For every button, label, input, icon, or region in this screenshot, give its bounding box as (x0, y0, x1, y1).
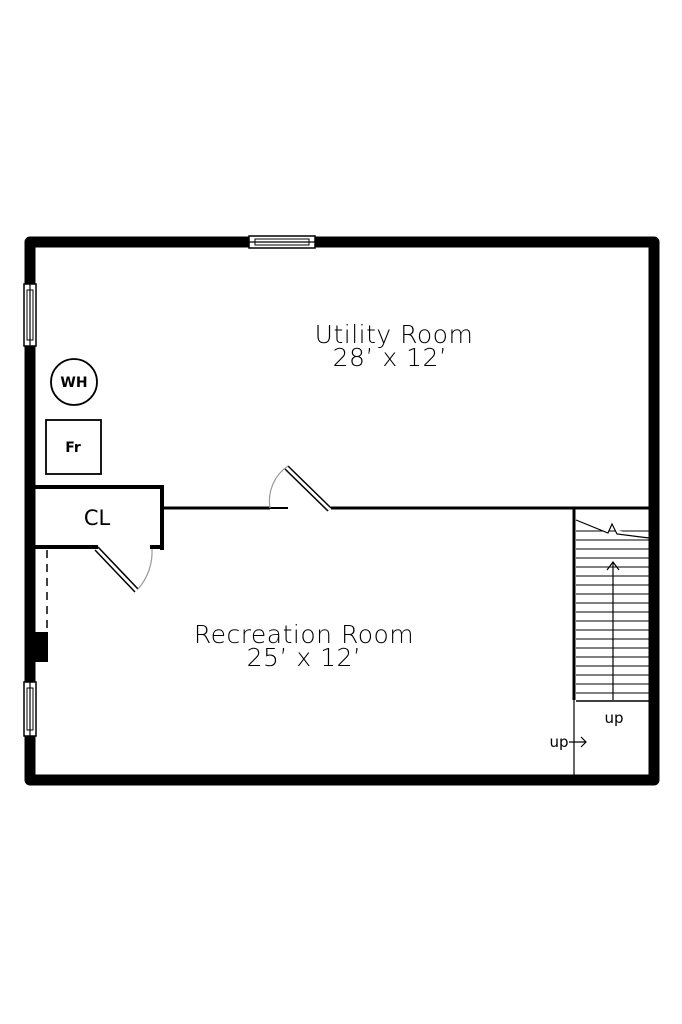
exterior-walls (24, 236, 660, 786)
up-arrow-icon (569, 736, 587, 748)
water-heater-icon (50, 358, 98, 406)
stairs-arrow-head (606, 561, 620, 571)
window-top (248, 235, 316, 249)
left-opening (35, 550, 48, 662)
interior-walls (35, 485, 649, 775)
exterior-wall (24, 236, 660, 786)
recreation-room-name: Recreation Room (194, 620, 414, 649)
furnace-label: Fr (65, 440, 81, 456)
closet-label: CL (84, 506, 111, 530)
stairs (575, 519, 650, 702)
recreation-room-dimensions: 25’ x 12’ (247, 643, 362, 672)
door-utility (268, 465, 332, 512)
water-heater-label: WH (60, 375, 87, 391)
water-heater: WH (50, 358, 98, 406)
stairs-up-label: up (604, 709, 623, 727)
utility-room-dimensions: 28’ x 12’ (333, 343, 448, 372)
up-arrow-label: up (549, 733, 568, 751)
furnace-icon (45, 419, 102, 475)
utility-room-name: Utility Room (315, 320, 474, 349)
door-closet (94, 546, 153, 593)
window-left-lower (23, 681, 37, 737)
furnace: Fr (45, 419, 102, 475)
window-left-upper (23, 283, 37, 347)
